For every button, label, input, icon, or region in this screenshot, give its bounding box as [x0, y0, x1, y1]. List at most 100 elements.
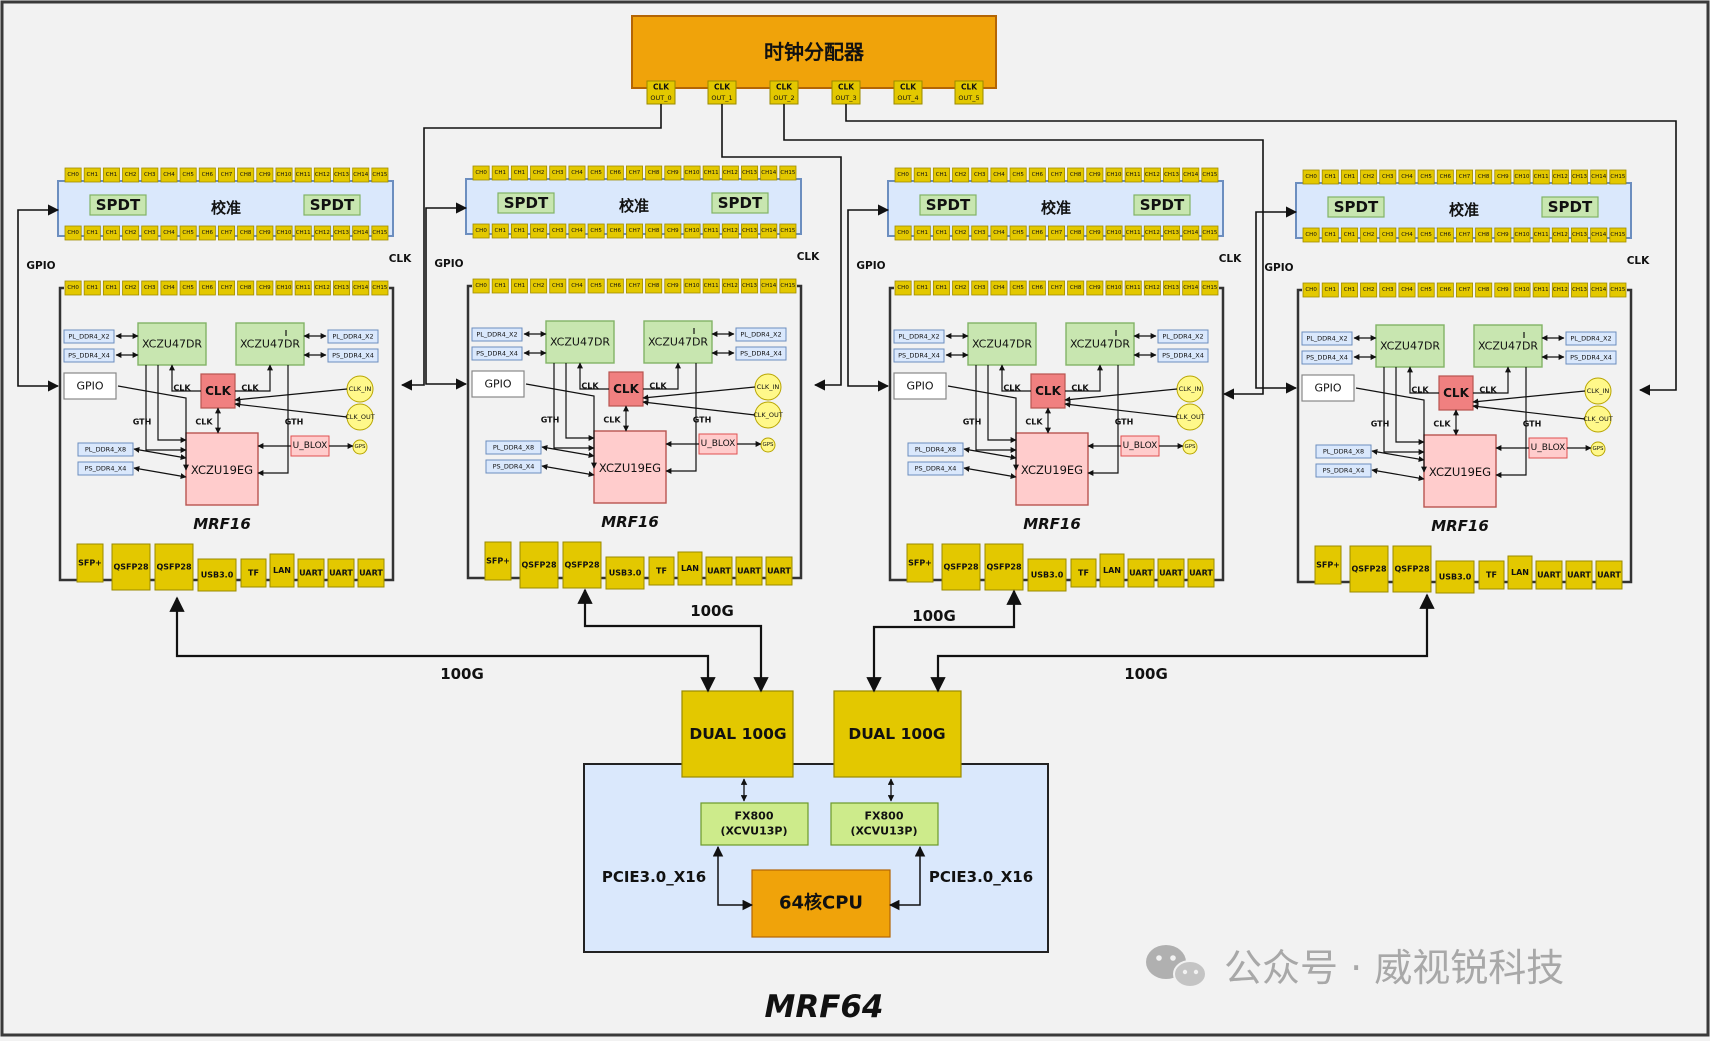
io-port-label: UART — [1597, 571, 1621, 580]
channel-label: CH15 — [1202, 285, 1217, 291]
wechat-icon — [1146, 945, 1207, 988]
channel-label: CH11 — [1126, 230, 1141, 236]
channel-label: CH4 — [163, 285, 175, 291]
channel-label: CH3 — [1382, 174, 1394, 180]
channel-label: CH8 — [1070, 285, 1082, 291]
dual-100g-box — [681, 690, 794, 778]
channel-label: CH6 — [1440, 174, 1452, 180]
channel-port — [530, 223, 548, 239]
gpio-box-label: GPIO — [76, 380, 103, 393]
channel-port — [1398, 282, 1416, 298]
channel-port — [102, 167, 120, 183]
channel-label: CH5 — [590, 228, 602, 234]
channel-port — [971, 280, 989, 296]
channel-label: CH3 — [144, 172, 156, 178]
module-name: MRF16 — [193, 515, 251, 533]
gps-label: GPS — [1592, 446, 1604, 452]
channel-port — [102, 280, 120, 296]
fpga-main-label: XCZU19EG — [1021, 463, 1083, 477]
channel-port — [179, 167, 197, 183]
gpio-loop-link — [847, 204, 890, 392]
fpga-xczu47dr — [643, 320, 713, 364]
clk-link-label: CLK — [1479, 386, 1497, 395]
fpga-xczu19eg — [185, 432, 259, 506]
dual-100g-label: DUAL 100G — [689, 725, 786, 743]
channel-port — [626, 278, 643, 294]
channel-port — [1048, 225, 1065, 241]
channel-label: CH12 — [723, 228, 738, 234]
channel-label: CH2 — [955, 172, 966, 178]
ddr-label: PL_DDR4_X2 — [68, 333, 109, 341]
io-port — [562, 541, 602, 589]
ddr-label: PS_DDR4_X4 — [476, 350, 518, 358]
channel-label: CH12 — [723, 170, 738, 176]
clk-feed-line — [721, 104, 842, 391]
channel-label: CH0 — [475, 283, 487, 289]
channel-label: CH15 — [372, 172, 387, 178]
channel-port — [333, 167, 351, 183]
gpio-loop-link — [17, 204, 60, 392]
channel-label: CH13 — [1164, 285, 1179, 291]
cpu-box — [751, 869, 891, 938]
channel-label: CH7 — [1051, 230, 1063, 236]
channel-port — [313, 280, 331, 296]
io-port — [76, 543, 104, 583]
channel-port — [932, 280, 950, 296]
channel-port — [1009, 225, 1027, 241]
pcie-label-right: PCIE3.0_X16 — [929, 868, 1033, 886]
channel-port — [1590, 169, 1608, 185]
spdt-switch — [497, 192, 555, 214]
gth-label: GTH — [1523, 420, 1542, 429]
channel-label: CH6 — [610, 170, 622, 176]
channel-label: CH3 — [552, 228, 564, 234]
ddr-memory-box — [893, 329, 945, 344]
channel-label: CH12 — [1553, 232, 1568, 238]
io-port — [484, 541, 512, 581]
io-port-label: LAN — [681, 564, 699, 573]
channel-port — [1609, 227, 1627, 243]
clk-link-label: CLK — [1411, 386, 1429, 395]
clk-chip — [1030, 373, 1066, 409]
channel-port — [626, 223, 643, 239]
channel-port — [275, 280, 293, 296]
channel-label: CH6 — [1032, 172, 1044, 178]
channel-port — [645, 165, 663, 181]
channel-label: CH2 — [1363, 232, 1374, 238]
channel-label: CH6 — [1032, 285, 1044, 291]
channel-port — [1398, 227, 1416, 243]
internal-link — [963, 465, 1017, 480]
channel-label: CH3 — [1382, 287, 1394, 293]
ddr-memory-box — [63, 348, 115, 363]
channel-port — [1340, 169, 1358, 185]
io-port — [1535, 560, 1563, 590]
ddr-label: PL_DDR4_X8 — [915, 446, 956, 454]
channel-port — [510, 278, 528, 294]
ddr-memory-box — [77, 461, 134, 476]
channel-port — [294, 225, 312, 241]
calibration-label: 校准 — [1449, 201, 1479, 219]
channel-port — [1571, 227, 1589, 243]
fx800-sub-label: (XCVU13P) — [720, 825, 787, 838]
fpga-small-label: XCZU47DR — [1070, 338, 1130, 351]
channel-port — [1028, 167, 1046, 183]
gpio-side-label: GPIO — [26, 260, 55, 272]
channel-port — [218, 225, 235, 241]
io-port — [1478, 560, 1505, 590]
internal-link — [553, 363, 595, 451]
channel-port — [990, 280, 1008, 296]
channel-port — [1513, 169, 1531, 185]
io-port-label: SFP+ — [486, 557, 510, 566]
channel-port — [333, 280, 351, 296]
channel-label: CH1 — [1325, 232, 1336, 238]
fpga-xczu47dr — [1065, 322, 1135, 366]
channel-port — [664, 165, 682, 181]
channel-port — [64, 225, 82, 241]
channel-label: CH2 — [533, 228, 544, 234]
io-port-label: UART — [299, 569, 323, 578]
channel-port — [83, 167, 101, 183]
channel-port — [122, 167, 140, 183]
spdt-switch — [89, 194, 147, 216]
channel-label: CH1 — [917, 285, 928, 291]
channel-port — [1360, 169, 1378, 185]
io-port-label: USB3.0 — [609, 569, 642, 578]
